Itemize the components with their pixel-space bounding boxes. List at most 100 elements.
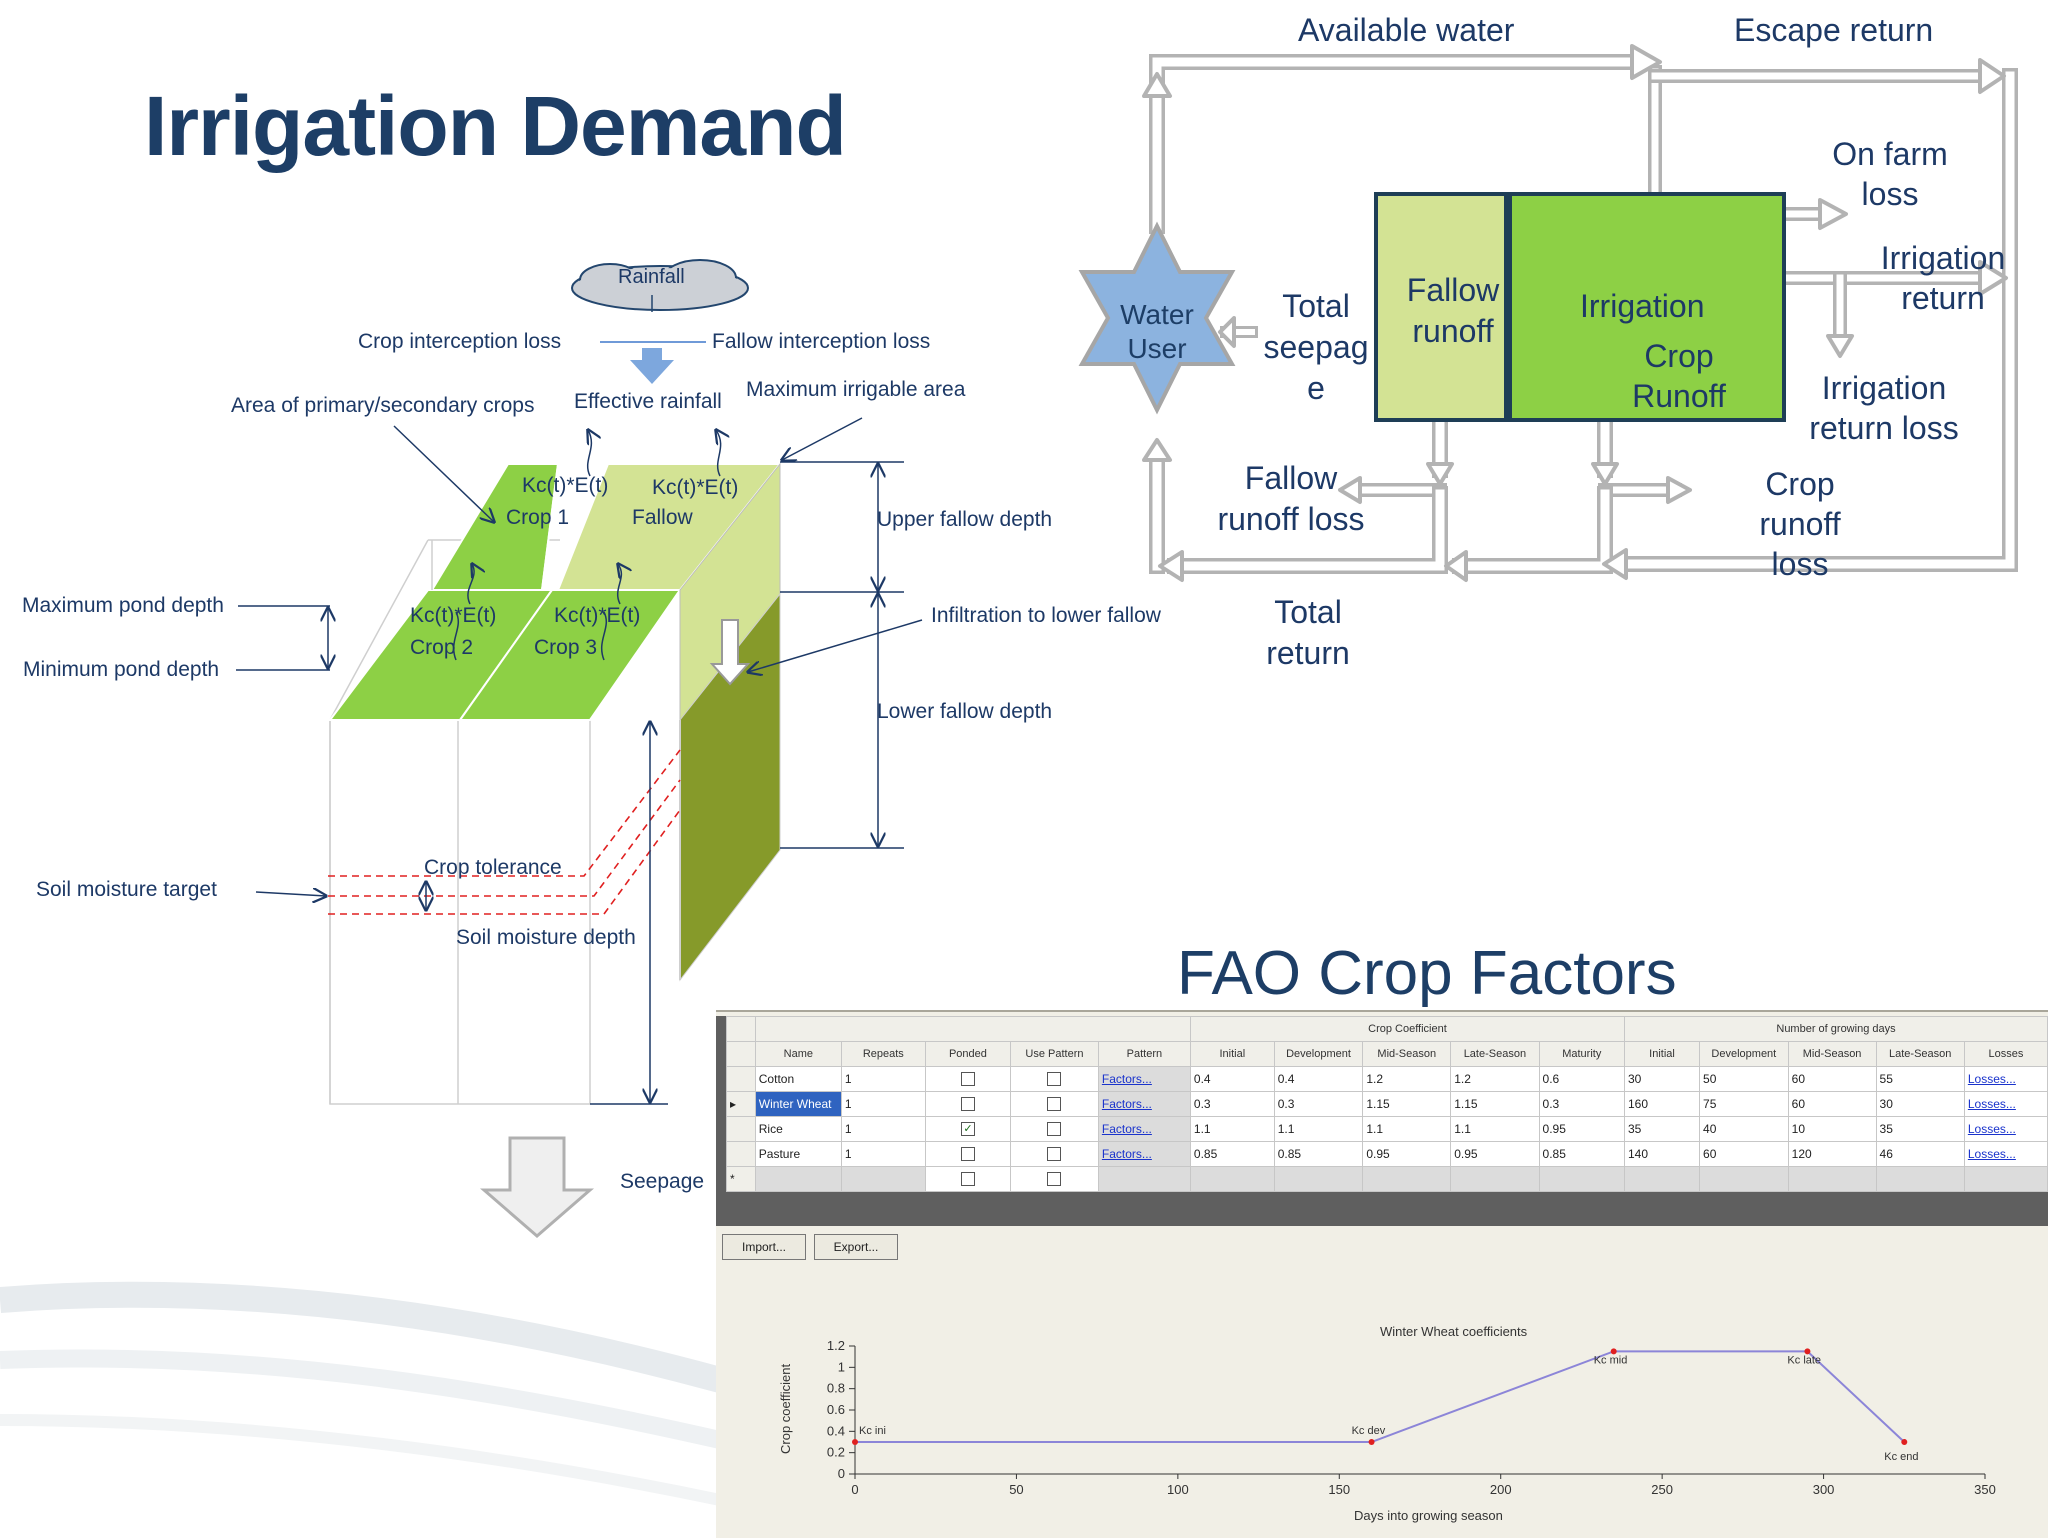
- losses-cell[interactable]: Losses...: [1963, 1091, 2048, 1117]
- days-cell[interactable]: 60: [1787, 1091, 1877, 1117]
- kc-cell[interactable]: 0.85: [1189, 1141, 1275, 1167]
- days-cell[interactable]: 35: [1875, 1116, 1965, 1142]
- kc-cell[interactable]: 1.15: [1450, 1091, 1540, 1117]
- losses-link[interactable]: Losses...: [1967, 1122, 2016, 1136]
- kc-cell[interactable]: 0.95: [1538, 1116, 1626, 1142]
- column-header[interactable]: Initial: [1189, 1041, 1275, 1067]
- repeats-cell[interactable]: 1: [840, 1091, 926, 1117]
- ponded-cell[interactable]: [924, 1141, 1012, 1167]
- losses-cell[interactable]: Losses...: [1963, 1116, 2048, 1142]
- ponded-checkbox[interactable]: ✓: [960, 1122, 975, 1137]
- new-row-cell[interactable]: [924, 1166, 1012, 1192]
- name-cell[interactable]: Cotton: [754, 1066, 842, 1092]
- use-pattern-cell[interactable]: [1010, 1066, 1099, 1092]
- new-row-cell[interactable]: [1450, 1166, 1540, 1192]
- kc-cell[interactable]: 0.95: [1362, 1141, 1452, 1167]
- use-pattern-checkbox[interactable]: [1047, 1072, 1062, 1087]
- new-row-cell[interactable]: [1963, 1166, 2048, 1192]
- new-row-cell[interactable]: [1362, 1166, 1452, 1192]
- column-header[interactable]: Mid-Season: [1362, 1041, 1452, 1067]
- kc-cell[interactable]: 1.1: [1189, 1116, 1275, 1142]
- new-row-cell[interactable]: [1875, 1166, 1965, 1192]
- repeats-cell[interactable]: 1: [840, 1066, 926, 1092]
- new-row-cell[interactable]: [1010, 1166, 1099, 1192]
- export-button[interactable]: Export...: [814, 1234, 898, 1260]
- days-cell[interactable]: 120: [1787, 1141, 1877, 1167]
- column-header[interactable]: Name: [754, 1041, 842, 1067]
- kc-cell[interactable]: 1.1: [1362, 1116, 1452, 1142]
- new-row-cell[interactable]: [1787, 1166, 1877, 1192]
- pattern-cell[interactable]: Factors...: [1097, 1066, 1191, 1092]
- ponded-cell[interactable]: [924, 1066, 1012, 1092]
- kc-cell[interactable]: 0.95: [1450, 1141, 1540, 1167]
- row-selector[interactable]: [726, 1141, 756, 1167]
- ponded-checkbox[interactable]: [960, 1147, 975, 1162]
- days-cell[interactable]: 160: [1623, 1091, 1701, 1117]
- column-header[interactable]: Late-Season: [1450, 1041, 1540, 1067]
- days-cell[interactable]: 140: [1623, 1141, 1701, 1167]
- column-header[interactable]: Maturity: [1538, 1041, 1626, 1067]
- days-cell[interactable]: 40: [1699, 1116, 1789, 1142]
- import-button[interactable]: Import...: [722, 1234, 806, 1260]
- new-row-cell[interactable]: [1538, 1166, 1626, 1192]
- factors-link[interactable]: Factors...: [1101, 1147, 1152, 1161]
- row-selector[interactable]: [726, 1116, 756, 1142]
- days-cell[interactable]: 30: [1875, 1091, 1965, 1117]
- days-cell[interactable]: 10: [1787, 1116, 1877, 1142]
- losses-link[interactable]: Losses...: [1967, 1072, 2016, 1086]
- days-cell[interactable]: 30: [1623, 1066, 1701, 1092]
- kc-cell[interactable]: 1.15: [1362, 1091, 1452, 1117]
- column-header[interactable]: Pattern: [1097, 1041, 1191, 1067]
- ponded-cell[interactable]: [924, 1091, 1012, 1117]
- days-cell[interactable]: 50: [1699, 1066, 1789, 1092]
- new-row-cell[interactable]: [1189, 1166, 1275, 1192]
- pattern-cell[interactable]: Factors...: [1097, 1091, 1191, 1117]
- kc-cell[interactable]: 0.85: [1273, 1141, 1364, 1167]
- use-pattern-cell[interactable]: [1010, 1091, 1099, 1117]
- new-row-checkbox[interactable]: [1047, 1172, 1062, 1187]
- use-pattern-cell[interactable]: [1010, 1116, 1099, 1142]
- repeats-cell[interactable]: 1: [840, 1116, 926, 1142]
- row-selector[interactable]: [726, 1066, 756, 1092]
- kc-cell[interactable]: 0.4: [1189, 1066, 1275, 1092]
- kc-cell[interactable]: 1.1: [1273, 1116, 1364, 1142]
- use-pattern-cell[interactable]: [1010, 1141, 1099, 1167]
- losses-link[interactable]: Losses...: [1967, 1097, 2016, 1111]
- factors-link[interactable]: Factors...: [1101, 1097, 1152, 1111]
- days-cell[interactable]: 60: [1699, 1141, 1789, 1167]
- use-pattern-checkbox[interactable]: [1047, 1147, 1062, 1162]
- losses-cell[interactable]: Losses...: [1963, 1066, 2048, 1092]
- new-row-cell[interactable]: [1097, 1166, 1191, 1192]
- row-selector[interactable]: ▸: [726, 1091, 756, 1117]
- new-row-cell[interactable]: [1273, 1166, 1364, 1192]
- column-header[interactable]: Mid-Season: [1787, 1041, 1877, 1067]
- kc-cell[interactable]: 0.4: [1273, 1066, 1364, 1092]
- new-row-checkbox[interactable]: [960, 1172, 975, 1187]
- name-cell[interactable]: Pasture: [754, 1141, 842, 1167]
- column-header[interactable]: Use Pattern: [1010, 1041, 1099, 1067]
- days-cell[interactable]: 60: [1787, 1066, 1877, 1092]
- new-row-cell[interactable]: [1699, 1166, 1789, 1192]
- column-header[interactable]: Late-Season: [1875, 1041, 1965, 1067]
- pattern-cell[interactable]: Factors...: [1097, 1141, 1191, 1167]
- kc-cell[interactable]: 0.3: [1273, 1091, 1364, 1117]
- days-cell[interactable]: 75: [1699, 1091, 1789, 1117]
- use-pattern-checkbox[interactable]: [1047, 1122, 1062, 1137]
- losses-link[interactable]: Losses...: [1967, 1147, 2016, 1161]
- column-header[interactable]: Initial: [1623, 1041, 1701, 1067]
- new-row-cell[interactable]: *: [726, 1166, 756, 1192]
- kc-cell[interactable]: 1.1: [1450, 1116, 1540, 1142]
- factors-link[interactable]: Factors...: [1101, 1072, 1152, 1086]
- column-header[interactable]: Repeats: [840, 1041, 926, 1067]
- name-cell[interactable]: Rice: [754, 1116, 842, 1142]
- kc-cell[interactable]: 0.3: [1538, 1091, 1626, 1117]
- new-row-cell[interactable]: [840, 1166, 926, 1192]
- ponded-checkbox[interactable]: [960, 1097, 975, 1112]
- kc-cell[interactable]: 0.85: [1538, 1141, 1626, 1167]
- losses-cell[interactable]: Losses...: [1963, 1141, 2048, 1167]
- column-header[interactable]: Ponded: [924, 1041, 1012, 1067]
